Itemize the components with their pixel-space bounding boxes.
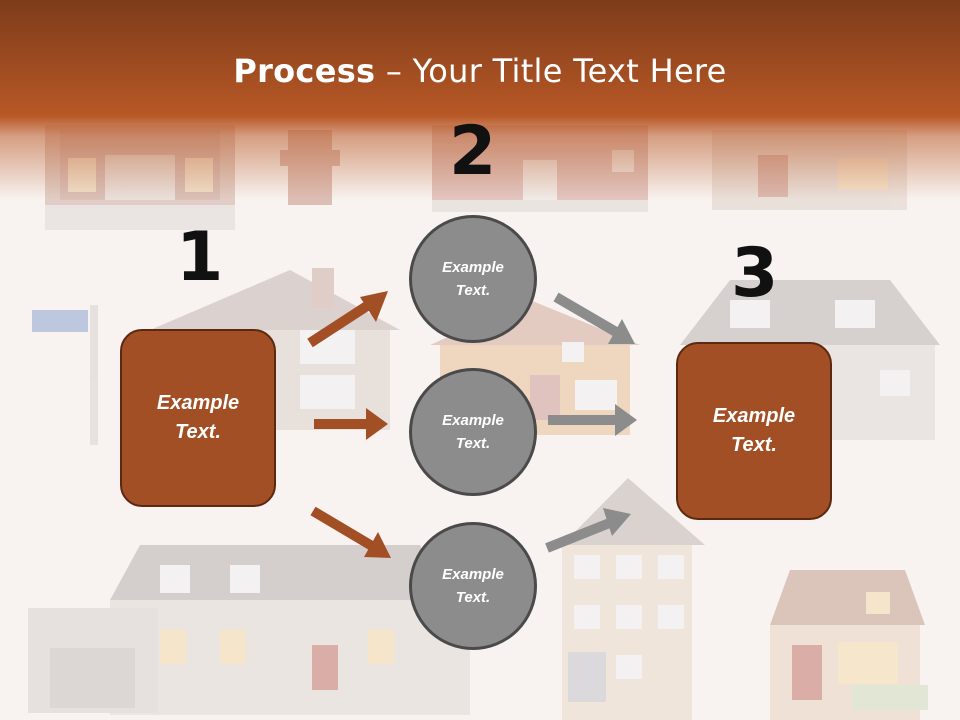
- slide-title: Process – Your Title Text Here: [0, 52, 960, 90]
- step-number-3: 3: [731, 234, 779, 313]
- step-3-box: Example Text.: [676, 342, 832, 520]
- step-2-circle-bottom: Example Text.: [409, 522, 537, 650]
- step-1-box: Example Text.: [120, 329, 276, 507]
- circle-bottom-text: Example Text.: [442, 566, 504, 606]
- step-2-circle-top: Example Text.: [409, 215, 537, 343]
- arrow-to-middle-circle: [314, 408, 388, 440]
- arrow-to-bottom-circle: [310, 506, 391, 558]
- arrow-bottom-circle-to-box: [545, 508, 631, 553]
- step-number-2: 2: [449, 112, 497, 191]
- step-3-text: Example Text.: [712, 405, 796, 456]
- arrow-middle-circle-to-box: [548, 404, 637, 436]
- title-rest: Your Title Text Here: [412, 52, 727, 90]
- title-separator: –: [375, 52, 413, 90]
- circle-top-text: Example Text.: [442, 259, 504, 299]
- circle-middle-text: Example Text.: [442, 412, 504, 452]
- arrow-to-top-circle: [307, 291, 388, 348]
- step-number-1: 1: [176, 218, 224, 297]
- title-bar: [0, 0, 960, 200]
- step-1-text: Example Text.: [156, 392, 240, 443]
- arrow-top-circle-to-box: [553, 292, 635, 344]
- title-bold: Process: [233, 52, 376, 90]
- step-2-circle-middle: Example Text.: [409, 368, 537, 496]
